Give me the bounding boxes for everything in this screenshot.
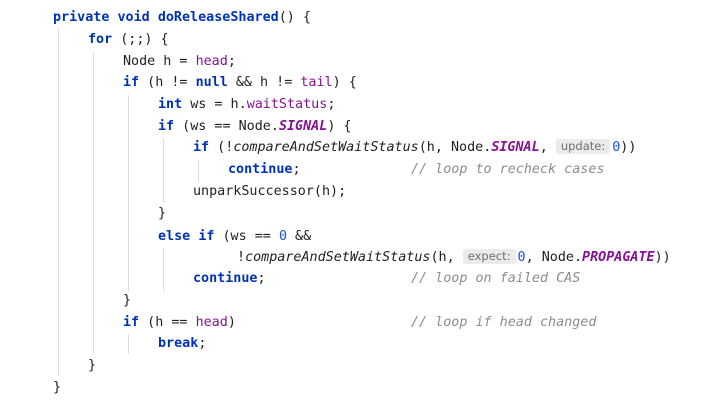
code-text: ) [227, 315, 236, 330]
code-text: )) [620, 140, 637, 155]
code-text: ! [237, 250, 246, 265]
keyword-continue: continue [228, 162, 293, 177]
constant-signal: SIGNAL [491, 140, 540, 155]
code-line-6[interactable]: if (ws == Node.SIGNAL) { [158, 117, 352, 137]
code-text: (! [209, 140, 234, 155]
code-line-11[interactable]: else if (ws == 0 && [158, 227, 311, 247]
keyword-if: if [123, 75, 140, 90]
constant-propagate: PROPAGATE [582, 250, 655, 265]
indent-guide [128, 334, 129, 354]
keyword-int: int [158, 97, 183, 112]
keyword-if: if [158, 119, 175, 134]
code-text: ; [327, 97, 336, 112]
parameter-hint-update: update: [555, 139, 611, 154]
code-text: } [88, 358, 97, 373]
indent-guide [163, 138, 164, 203]
code-text: )) [654, 250, 671, 265]
code-text: (h, [430, 250, 463, 265]
code-text: ; [292, 162, 301, 177]
code-line-1[interactable]: private void doReleaseShared() { [53, 8, 311, 28]
code-line-2[interactable]: for (;;) { [88, 30, 169, 50]
method-call: compareAndSetWaitStatus [245, 250, 431, 265]
code-text: } [53, 380, 62, 395]
code-text: && [287, 229, 312, 244]
keyword-private: private [53, 10, 110, 25]
keyword-void: void [117, 10, 150, 25]
code-line-14[interactable]: } [123, 291, 131, 311]
code-text: () { [278, 10, 311, 25]
code-text: ) { [327, 119, 352, 134]
code-text: unparkSuccessor(h); [193, 184, 347, 199]
code-text: ; [227, 54, 236, 69]
code-text: (h, Node. [418, 140, 492, 155]
code-line-9[interactable]: unparkSuccessor(h); [193, 182, 346, 202]
keyword-break: break [158, 336, 199, 351]
indent-guide [198, 160, 199, 182]
field-head: head [195, 54, 228, 69]
keyword-continue: continue [193, 271, 258, 286]
indent-guide [163, 248, 164, 291]
code-line-12[interactable]: !compareAndSetWaitStatus(h, expect:0, No… [237, 248, 671, 268]
code-line-4[interactable]: if (h != null && h != tail) { [123, 73, 357, 93]
keyword-null: null [195, 75, 228, 90]
code-line-17[interactable]: } [88, 356, 96, 376]
code-text: (h != [139, 75, 196, 90]
method-name: doReleaseShared [157, 10, 279, 25]
code-line-10[interactable]: } [158, 204, 166, 224]
field-tail: tail [300, 75, 333, 90]
constant-signal: SIGNAL [278, 119, 328, 134]
code-comment: // loop if head changed [411, 315, 597, 330]
method-call: compareAndSetWaitStatus [233, 140, 419, 155]
code-text: (ws == Node. [174, 119, 279, 134]
code-text: ; [198, 336, 207, 351]
code-text: } [123, 293, 132, 308]
code-text: } [158, 206, 167, 221]
code-text: && h != [227, 75, 301, 90]
code-line-8[interactable]: continue; [228, 160, 301, 180]
keyword-if: if [198, 229, 215, 244]
number-literal: 0 [278, 229, 287, 244]
keyword-if: if [123, 315, 140, 330]
code-line-15[interactable]: if (h == head) [123, 313, 236, 333]
code-line-5[interactable]: int ws = h.waitStatus; [158, 95, 335, 115]
keyword-for: for [88, 32, 113, 47]
code-text: ) { [332, 75, 357, 90]
code-text: (h == [139, 315, 196, 330]
code-text: , Node. [525, 250, 583, 265]
code-text: ; [257, 271, 266, 286]
indent-guide [58, 30, 59, 376]
number-literal: 0 [612, 140, 621, 155]
code-text: ws = h. [182, 97, 247, 112]
code-text: , [539, 140, 556, 155]
code-comment: // loop to recheck cases [411, 162, 605, 177]
code-text: Node h = [123, 54, 196, 69]
code-comment: // loop on failed CAS [411, 271, 581, 286]
field-head: head [195, 315, 228, 330]
code-text: (ws == [214, 229, 279, 244]
indent-guide [93, 52, 94, 354]
code-line-7[interactable]: if (!compareAndSetWaitStatus(h, Node.SIG… [193, 138, 636, 158]
code-line-18[interactable]: } [53, 378, 61, 398]
number-literal: 0 [517, 250, 526, 265]
field-waitstatus: waitStatus [246, 97, 328, 112]
parameter-hint-expect: expect: [462, 249, 516, 264]
code-line-3[interactable]: Node h = head; [123, 52, 236, 72]
indent-guide [128, 95, 129, 291]
keyword-else: else [158, 229, 191, 244]
code-line-13[interactable]: continue; [193, 269, 266, 289]
keyword-if: if [193, 140, 210, 155]
code-line-16[interactable]: break; [158, 334, 206, 354]
code-text: (;;) { [112, 32, 169, 47]
